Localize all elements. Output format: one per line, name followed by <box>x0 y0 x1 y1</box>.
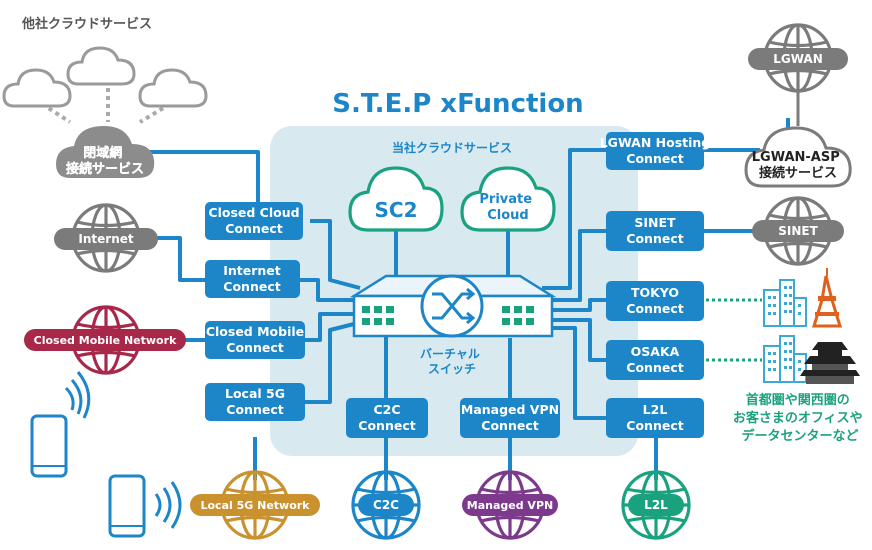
other-cloud-icons <box>2 46 208 108</box>
globe-c2c: C2C <box>351 470 421 540</box>
lgwan-network-label: LGWAN <box>773 52 823 66</box>
svg-text:バーチャル スイッチ: バーチャル スイッチ <box>420 347 484 376</box>
sc2-cloud: SC2 <box>348 166 444 232</box>
private-cloud: Private Cloud <box>460 166 556 232</box>
sc2-label: SC2 <box>375 198 418 222</box>
svg-text:首都圏や関西圏の お客さまのオフィスや デー: 首都圏や関西圏の お客さまのオフィスや データセンターなど <box>733 392 867 444</box>
wifi-signal-icon <box>154 481 182 529</box>
cloud-icon <box>2 68 72 108</box>
smartphone-icon <box>30 414 68 478</box>
other-cloud-label: 他社クラウドサービス <box>21 16 152 32</box>
switch-label: バーチャル <box>420 347 480 361</box>
globe-lgwan: LGWAN <box>748 23 848 93</box>
closed-network-cloud: 閉域網 接続サービス <box>56 126 155 178</box>
lgwan-asp-label: LGWAN-ASP <box>752 150 840 165</box>
cloud-icon <box>66 46 136 86</box>
smartphone-icon <box>108 474 146 538</box>
closed-network-label: 閉域網 <box>83 145 122 161</box>
internet-network-label: Internet <box>78 232 133 246</box>
cloud-icon <box>138 68 208 108</box>
office-building-icon <box>763 279 807 327</box>
diagram-title: S.T.E.P xFunction <box>332 89 583 119</box>
globe-closed-mobile: Closed Mobile Network <box>24 305 186 375</box>
our-cloud-label: 当社クラウドサービス <box>392 140 512 155</box>
svg-text:LGWAN-ASP 接続サービス: LGWAN-ASP 接続サービス <box>752 150 845 181</box>
dotted-links <box>40 88 762 362</box>
svg-text:閉域網 接続サービス: 閉域網 接続サービス <box>66 145 144 177</box>
globe-internet: Internet <box>54 203 158 273</box>
local5g-network-label: Local 5G Network <box>200 499 310 512</box>
sinet-network-label: SINET <box>778 224 818 238</box>
wifi-signal-icon <box>64 371 91 419</box>
office-building-icon <box>763 335 807 383</box>
globe-sinet: SINET <box>752 196 844 266</box>
virtual-switch: バーチャル スイッチ <box>349 274 557 376</box>
globe-local5g: Local 5G Network <box>190 470 320 540</box>
globe-l2l: L2L <box>621 470 691 540</box>
osaka-castle-icon <box>800 342 860 384</box>
managed-vpn-network-label: Managed VPN <box>467 499 553 512</box>
globe-managed-vpn: Managed VPN <box>462 470 558 540</box>
private-cloud-label: Private <box>479 192 532 207</box>
c2c-network-label: C2C <box>373 498 399 512</box>
l2l-network-label: L2L <box>644 498 668 512</box>
customer-note: 首都圏や関西圏の <box>746 392 850 408</box>
lgwan-asp-cloud: LGWAN-ASP 接続サービス <box>744 92 852 188</box>
tokyo-tower-icon <box>811 268 843 328</box>
svg-text:Private Cloud: Private Cloud <box>479 192 536 223</box>
closed-mobile-network-label: Closed Mobile Network <box>34 334 177 347</box>
